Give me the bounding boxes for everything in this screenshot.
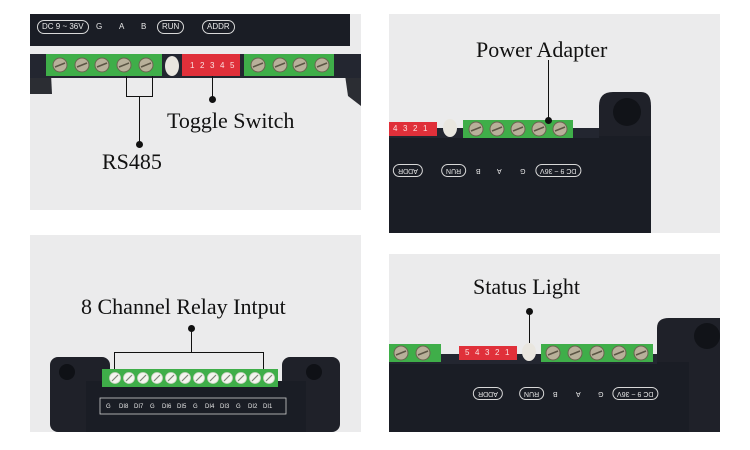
device-front-view	[50, 357, 340, 432]
terminal-label-g: G	[520, 167, 526, 174]
photo-panel-relay-input: G DI8 DI7 G DI6 DI5 G DI4 DI3 G DI2 DI1 …	[30, 235, 361, 432]
rs485-leader-dot	[136, 141, 143, 148]
status-leader-line	[529, 311, 530, 343]
terminal-label-a: A	[119, 22, 125, 31]
toggle-pin: 1	[505, 348, 510, 357]
relay-terminal-label: G	[106, 404, 111, 410]
addr-label: ADDR	[473, 387, 503, 400]
toggle-pin: 3	[403, 124, 408, 133]
relay-bracket-left	[114, 352, 115, 369]
toggle-pin: 3	[210, 61, 215, 70]
relay-input-caption: 8 Channel Relay Intput	[81, 294, 286, 319]
relay-terminal-label: DI5	[177, 404, 187, 410]
run-label: RUN	[441, 164, 467, 177]
run-label: RUN	[157, 20, 185, 34]
toggle-switch-block	[182, 54, 240, 76]
device-side-view	[389, 92, 651, 233]
toggle-pin: 5	[230, 61, 235, 70]
relay-terminal-label: DI8	[119, 404, 129, 410]
relay-leader-line	[191, 328, 192, 352]
toggle-pin: 4	[475, 348, 480, 357]
relay-terminal-label: G	[150, 404, 155, 410]
toggle-pin: 4	[220, 61, 225, 70]
photo-panel-rs485-toggle: DC 9 ~ 36V G A B RUN ADDR 1 2 3 4 5 RS48…	[30, 14, 361, 210]
toggle-pin: 4	[393, 124, 398, 133]
power-adapter-caption: Power Adapter	[476, 37, 608, 62]
toggle-pin: 1	[190, 61, 195, 70]
status-led	[522, 343, 536, 361]
toggle-pin: 5	[465, 348, 470, 357]
toggle-switch-block	[389, 122, 437, 136]
rs485-caption: RS485	[102, 149, 162, 174]
relay-terminal-label: DI3	[220, 404, 230, 410]
status-led	[165, 56, 179, 76]
photo-panel-power-adapter: 4 3 2 1 ADDR RUN B A G DC 9 ~ 36V Power …	[389, 14, 720, 233]
terminal-block-right	[244, 54, 334, 76]
power-input-label: DC 9 ~ 36V	[612, 387, 659, 400]
toggle-switch-block	[459, 346, 517, 360]
power-input-label: DC 9 ~ 36V	[535, 164, 582, 177]
toggle-pin: 3	[485, 348, 490, 357]
status-led	[443, 119, 457, 137]
addr-label: ADDR	[202, 20, 235, 34]
terminal-label-b: B	[141, 22, 147, 31]
toggle-leader-line	[212, 76, 213, 100]
relay-bracket-base	[114, 352, 264, 353]
toggle-pin: 1	[423, 124, 428, 133]
relay-terminal-label: G	[193, 404, 198, 410]
run-label: RUN	[519, 387, 545, 400]
device-top-view	[30, 14, 361, 106]
status-light-caption: Status Light	[473, 274, 580, 299]
relay-terminal-label: DI1	[263, 404, 273, 410]
relay-terminal-label: G	[236, 404, 241, 410]
toggle-leader-dot	[209, 96, 216, 103]
addr-label: ADDR	[393, 164, 423, 177]
terminal-label-g: G	[96, 22, 103, 31]
terminal-label-b: B	[553, 390, 558, 397]
toggle-pin: 2	[413, 124, 418, 133]
toggle-switch-caption: Toggle Switch	[167, 108, 295, 133]
toggle-pin: 2	[200, 61, 205, 70]
terminal-label-a: A	[497, 167, 502, 174]
power-leader-dot	[545, 117, 552, 124]
photo-panel-status-light: 5 4 3 2 1 ADDR RUN B A G DC 9 ~ 36V Stat…	[389, 254, 720, 432]
terminal-label-b: B	[476, 167, 481, 174]
power-leader-line	[548, 60, 549, 120]
relay-terminal-label: DI2	[248, 404, 258, 410]
rs485-bracket-left	[126, 76, 127, 96]
terminal-label-a: A	[576, 390, 581, 397]
toggle-pin: 2	[495, 348, 500, 357]
relay-terminal-label: DI7	[134, 404, 144, 410]
relay-terminal-label: DI4	[205, 404, 215, 410]
rs485-leader-line	[139, 96, 140, 144]
relay-bracket-right	[263, 352, 264, 369]
terminal-label-g: G	[598, 390, 604, 397]
relay-terminal-label: DI6	[162, 404, 172, 410]
power-input-label: DC 9 ~ 36V	[37, 20, 89, 34]
rs485-bracket-right	[152, 76, 153, 96]
device-side-view	[389, 318, 720, 432]
